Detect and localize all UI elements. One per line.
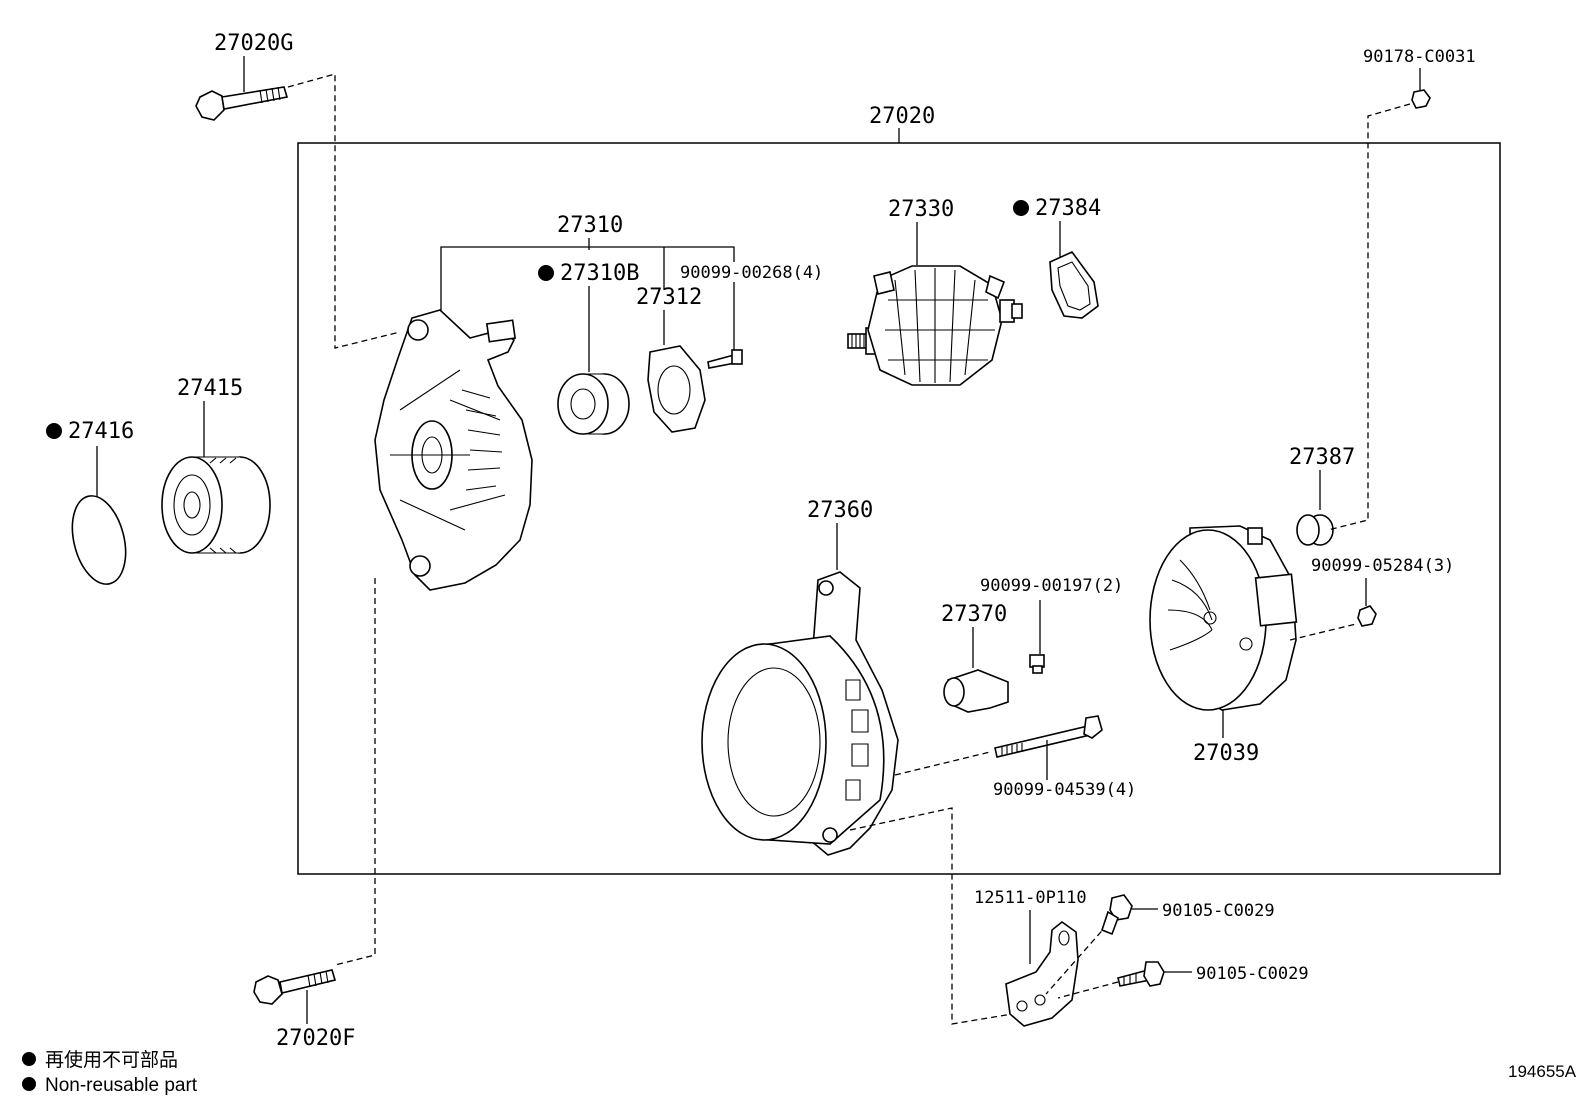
label-retainer: 27312 xyxy=(636,285,702,310)
label-through-bolt: 90099-04539(4) xyxy=(993,780,1136,800)
pulley-27415[interactable]: 27415 xyxy=(161,376,271,554)
label-rotor: 27330 xyxy=(888,197,954,222)
rotor-27330[interactable]: 27330 xyxy=(847,197,1023,386)
cap-27416[interactable]: 27416 xyxy=(46,419,134,590)
label-frame-assy: 27310 xyxy=(557,213,623,238)
label-nut-b: 90099-05284(3) xyxy=(1311,556,1454,576)
nut-90178-c0031[interactable]: 90178-C0031 xyxy=(1363,47,1476,109)
insulator-27387[interactable]: 27387 xyxy=(1289,445,1355,546)
through-bolt-90099-04539[interactable]: 90099-04539(4) xyxy=(993,715,1136,800)
drive-frame-27310[interactable]: 27310 xyxy=(374,213,735,591)
non-reusable-dot xyxy=(46,423,62,439)
label-bolt-top: 27020G xyxy=(214,31,293,56)
legend-dot-1 xyxy=(22,1052,36,1066)
screw-90099-00268[interactable]: 90099-00268(4) xyxy=(680,263,823,369)
bolt-90105-c0029-a[interactable]: 90105-C0029 xyxy=(1101,894,1275,936)
label-screw-b: 90099-00197(2) xyxy=(980,576,1123,596)
legend-dot-2 xyxy=(22,1077,36,1091)
nut-90099-05284[interactable]: 90099-05284(3) xyxy=(1311,556,1454,627)
label-bracket: 12511-0P110 xyxy=(974,888,1087,908)
holder-27370[interactable]: 27370 xyxy=(941,602,1009,713)
label-cap: 27416 xyxy=(68,419,134,444)
bearing-27310b[interactable]: 27310B xyxy=(538,261,639,435)
legend-line-1: 再使用不可部品 xyxy=(45,1049,178,1071)
label-asm[interactable]: 27020 xyxy=(869,104,935,129)
bolt-90105-c0029-b[interactable]: 90105-C0029 xyxy=(1117,961,1309,987)
diagram-reference: 194655A xyxy=(1508,1062,1577,1081)
label-screw-a: 90099-00268(4) xyxy=(680,263,823,283)
label-bolt-bottom: 27020F xyxy=(276,1026,355,1051)
bolt-27020g[interactable]: 27020G xyxy=(195,31,293,121)
cover-27384[interactable]: 27384 xyxy=(1013,196,1101,319)
label-pulley: 27415 xyxy=(177,376,243,401)
label-nut-top: 90178-C0031 xyxy=(1363,47,1476,67)
legend: 再使用不可部品 Non-reusable part xyxy=(22,1049,198,1096)
label-cover: 27384 xyxy=(1035,196,1101,221)
label-stator: 27360 xyxy=(807,498,873,523)
screw-90099-00197[interactable]: 90099-00197(2) xyxy=(980,576,1123,674)
label-rear-frame: 27039 xyxy=(1193,741,1259,766)
label-bolt-c1: 90105-C0029 xyxy=(1162,901,1275,921)
label-bolt-c2: 90105-C0029 xyxy=(1196,964,1309,984)
label-bearing: 27310B xyxy=(560,261,639,286)
bracket-12511-0p110[interactable]: 12511-0P110 xyxy=(974,888,1087,1027)
non-reusable-dot xyxy=(1013,200,1029,216)
legend-line-2: Non-reusable part xyxy=(45,1075,198,1096)
bolt-27020f[interactable]: 27020F xyxy=(253,969,355,1051)
stator-housing-27360[interactable]: 27360 xyxy=(701,498,899,856)
label-insulator: 27387 xyxy=(1289,445,1355,470)
retainer-27312[interactable]: 27312 xyxy=(636,285,706,433)
non-reusable-dot xyxy=(538,265,554,281)
rear-frame-27039[interactable]: 27039 xyxy=(1149,525,1298,766)
label-holder: 27370 xyxy=(941,602,1007,627)
